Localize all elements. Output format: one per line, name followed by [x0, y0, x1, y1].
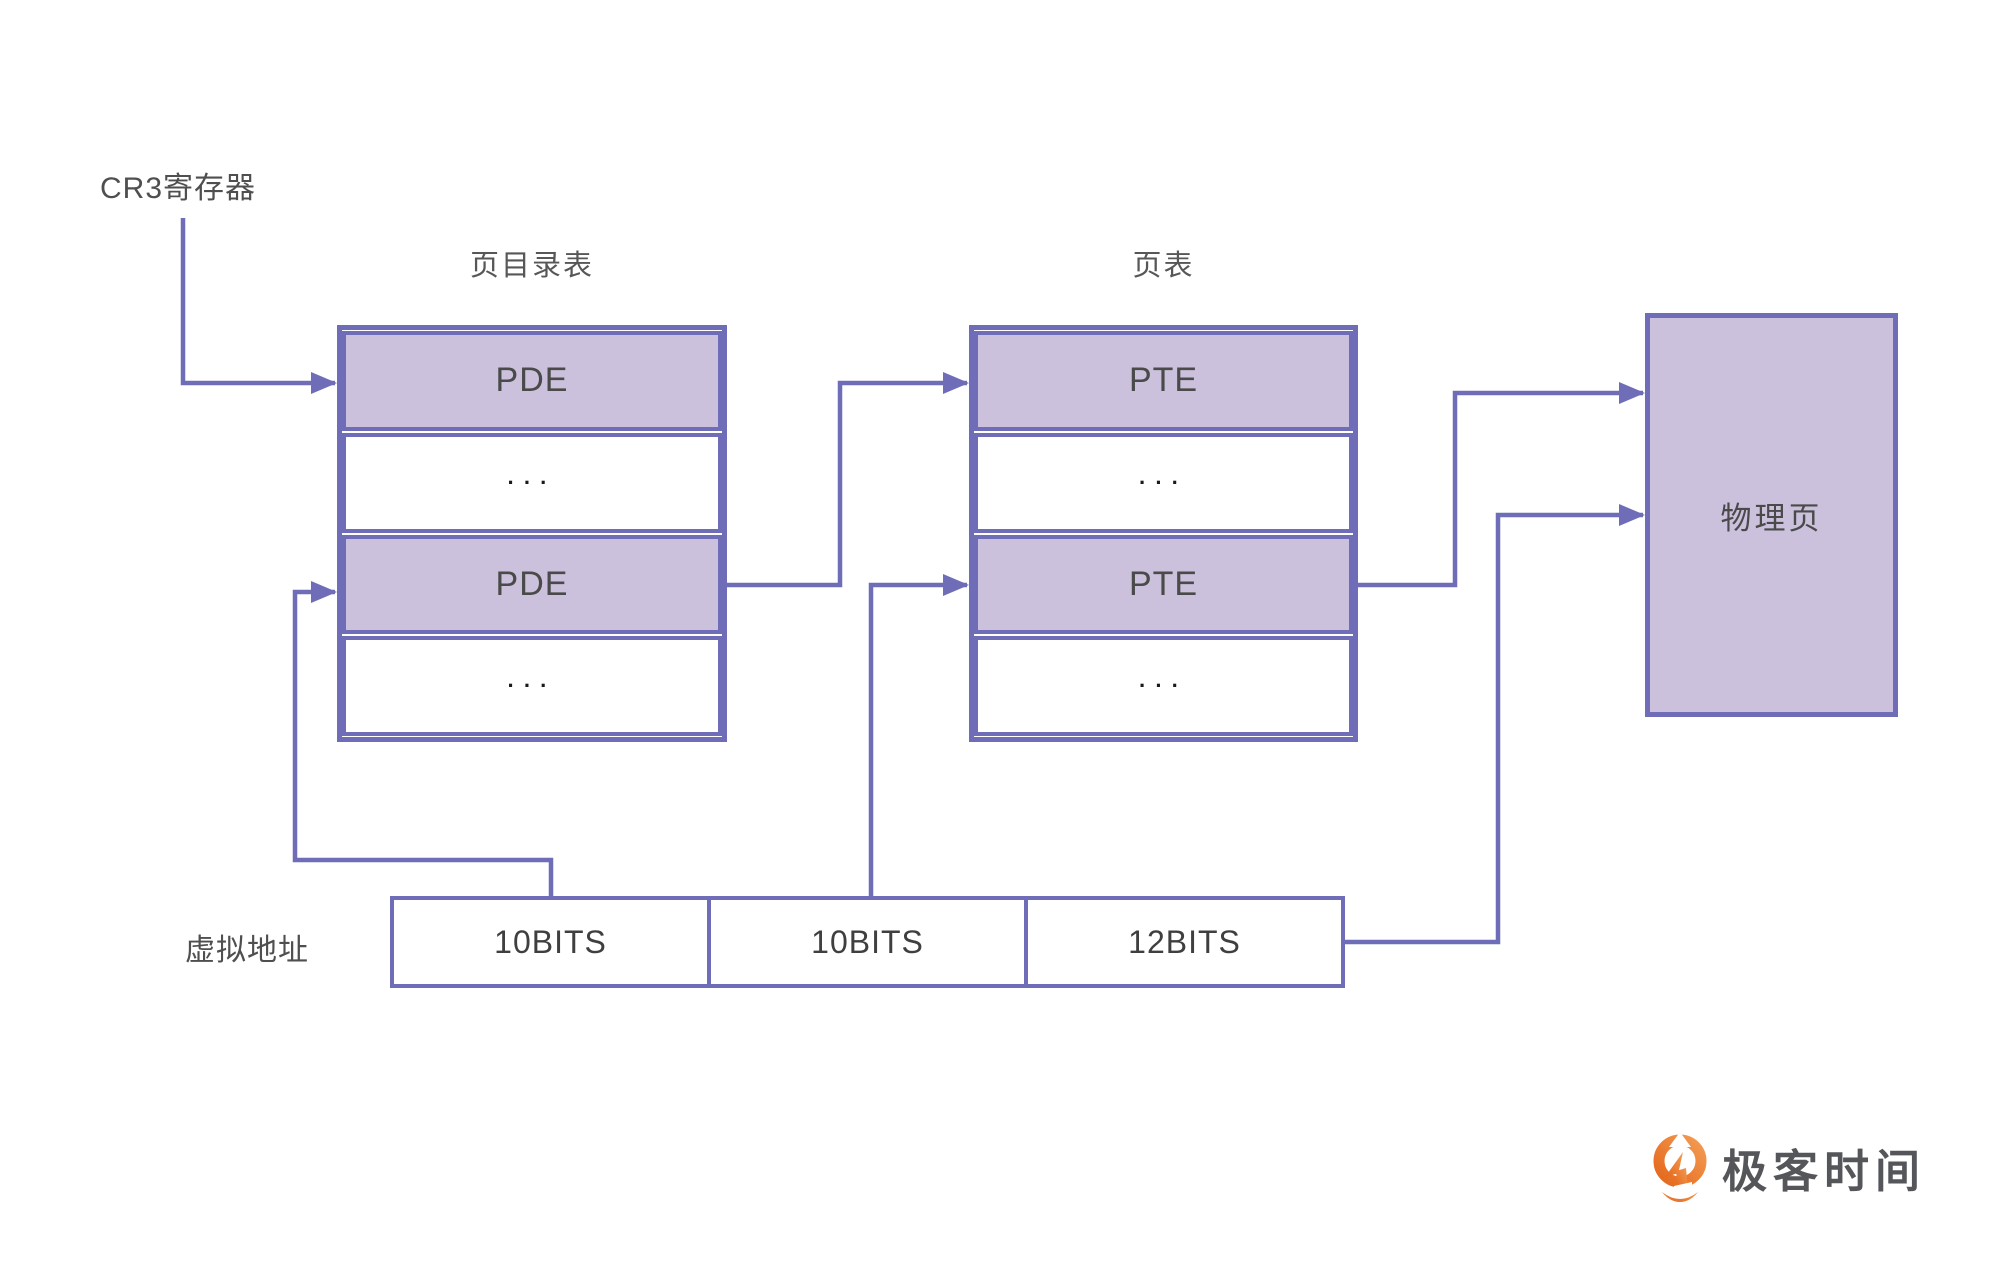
- connector-vabits3-to-physical-page: [1345, 504, 1645, 945]
- page-directory-table: PDE ··· PDE ···: [337, 325, 727, 742]
- geektime-icon: [1653, 1132, 1707, 1202]
- pde-entry-row: PDE: [342, 331, 722, 431]
- va-cell-directory-index: 10BITS: [494, 923, 607, 960]
- connector-pde2-to-pte1: [727, 372, 969, 588]
- page-table-ellipsis-row: ···: [974, 636, 1353, 736]
- page-table-ellipsis-row: ···: [974, 432, 1353, 533]
- va-cell-page-offset: 12BITS: [1024, 900, 1341, 984]
- geektime-wordmark: 极客时间: [1722, 1145, 1927, 1197]
- pte-entry-row: PTE: [974, 534, 1353, 635]
- page-directory-ellipsis-row: ···: [342, 636, 722, 736]
- physical-page-box: 物理页: [1645, 313, 1898, 717]
- connector-cr3-to-pde1: [180, 218, 337, 394]
- pde-entry-row: PDE: [342, 534, 722, 635]
- virtual-address-label: 虚拟地址: [185, 934, 309, 967]
- connector-vabits1-to-pde2: [292, 581, 554, 896]
- page-table: PTE ··· PTE ···: [969, 325, 1358, 742]
- pte-entry-row: PTE: [974, 331, 1353, 431]
- geektime-logo: 极客时间: [1650, 1130, 1926, 1204]
- page-directory-title: 页目录表: [469, 250, 594, 282]
- page-table-title: 页表: [1132, 250, 1195, 282]
- cr3-register-label: CR3寄存器: [100, 172, 257, 205]
- connector-vabits2-to-pte2: [868, 574, 969, 896]
- virtual-address-bar: 10BITS 10BITS 12BITS: [390, 896, 1345, 988]
- page-directory-ellipsis-row: ···: [342, 432, 722, 533]
- connector-pte2-to-physical-page: [1358, 382, 1645, 588]
- va-cell-table-index: 10BITS: [707, 900, 1024, 984]
